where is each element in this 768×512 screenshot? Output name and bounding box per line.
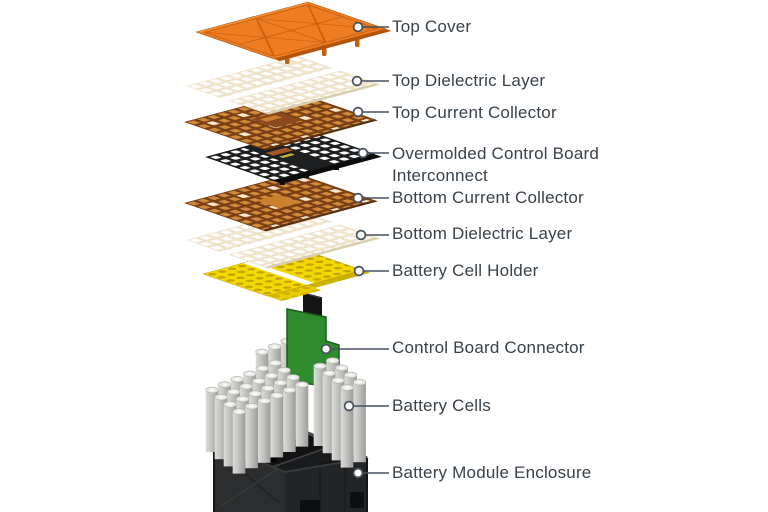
label-top-cover: Top Cover [392, 17, 472, 36]
label-top-current-collector: Top Current Collector [392, 103, 557, 122]
top-cover-graphic [195, 1, 392, 64]
label-battery-module-enclosure: Battery Module Enclosure [392, 463, 592, 482]
bottom-dielectric-layer-graphic [186, 209, 381, 269]
top-dielectric-layer-graphic [186, 55, 381, 115]
leader-marker [352, 192, 364, 204]
label-battery-cell-holder: Battery Cell Holder [392, 261, 539, 280]
leader-marker [357, 147, 369, 159]
label-bottom-dielectric-layer: Bottom Dielectric Layer [392, 224, 573, 243]
battery-cells-graphic [205, 357, 367, 474]
label-overmolded-interconnect: Overmolded Control Board Interconnect [392, 144, 600, 185]
leader-marker [353, 265, 365, 277]
label-bottom-current-collector: Bottom Current Collector [392, 188, 584, 207]
battery-cell-holder-graphic [202, 247, 371, 302]
leader-marker [343, 400, 355, 412]
label-top-dielectric-layer: Top Dielectric Layer [392, 71, 546, 90]
leader-marker [351, 75, 363, 87]
label-control-board-connector: Control Board Connector [392, 338, 585, 357]
leader-marker [355, 229, 367, 241]
leader-marker [352, 106, 364, 118]
label-battery-cells: Battery Cells [392, 396, 491, 415]
leader-marker [352, 467, 364, 479]
overmolded-interconnect-graphic [205, 129, 382, 185]
leader-lines [320, 21, 389, 479]
leader-marker [320, 343, 332, 355]
top-current-collector-graphic [184, 91, 378, 151]
leader-marker [352, 21, 364, 33]
bottom-current-collector-graphic [184, 172, 378, 232]
